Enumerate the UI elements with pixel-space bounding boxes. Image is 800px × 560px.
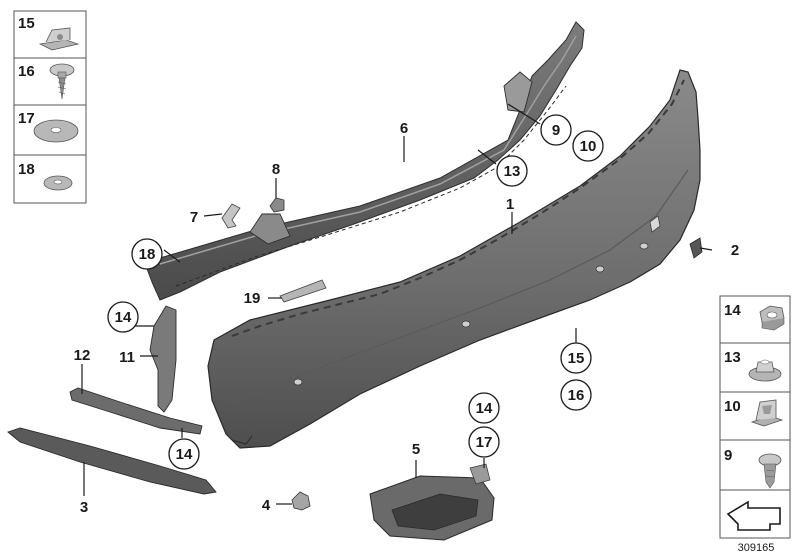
callout-8: 8 <box>272 161 280 178</box>
callout-circle-14c <box>468 392 500 424</box>
legend-label-15: 15 <box>18 15 35 32</box>
legend-label-14: 14 <box>724 302 741 319</box>
callout-14-bracket: 14 <box>115 309 132 326</box>
legend-label-9: 9 <box>724 447 732 464</box>
callout-19: 19 <box>244 290 261 307</box>
callout-16: 16 <box>568 387 585 404</box>
callout-2: 2 <box>731 242 739 259</box>
callout-3: 3 <box>80 499 88 516</box>
part-6-carrier <box>145 21 585 301</box>
callout-17: 17 <box>476 434 493 451</box>
part-8-pad <box>269 197 285 213</box>
callout-11: 11 <box>119 349 135 366</box>
callout-10: 10 <box>580 138 597 155</box>
callout-circle-9 <box>540 114 572 146</box>
spring-nut-icon <box>750 399 784 427</box>
callout-6: 6 <box>400 120 408 137</box>
legend-label-16: 16 <box>18 63 35 80</box>
legend-box-13 <box>719 342 791 393</box>
callout-7: 7 <box>190 209 198 226</box>
clip-nut-icon <box>38 27 80 51</box>
callout-4: 4 <box>262 497 271 514</box>
flange-nut-icon <box>748 359 782 382</box>
hex-nut-icon <box>759 305 785 331</box>
part-1-bumper-cover <box>207 69 701 449</box>
callout-circle-15 <box>560 342 592 374</box>
legend-label-18: 18 <box>18 161 35 178</box>
callout-circle-14a <box>107 301 139 333</box>
legend-right: 14 13 10 9 <box>719 295 791 539</box>
part-19-strip <box>279 279 327 303</box>
legend-left: 15 16 17 18 <box>13 10 87 204</box>
callout-circle-17 <box>468 426 500 458</box>
part-11-bracket <box>149 305 177 413</box>
callout-9: 9 <box>552 122 560 139</box>
part-4-clip <box>291 491 311 511</box>
part-7-clip <box>221 203 241 229</box>
callout-circle-10 <box>572 130 604 162</box>
sensor-hole <box>595 265 605 273</box>
part-3-trim <box>7 427 217 495</box>
callout-numbers: 1 2 3 4 5 6 7 8 9 10 11 12 13 14 14 14 1… <box>74 120 740 516</box>
callout-14-lower: 14 <box>176 446 193 463</box>
callout-14-exhaust: 14 <box>476 400 493 417</box>
callout-1: 1 <box>506 196 514 213</box>
screw-icon <box>49 63 75 100</box>
callout-15: 15 <box>568 350 585 367</box>
sensor-hole <box>293 378 303 386</box>
callout-circle-13 <box>496 155 528 187</box>
washer-small-icon <box>43 175 73 191</box>
expanding-rivet-icon <box>758 453 782 489</box>
legend-label-10: 10 <box>724 398 741 415</box>
callout-circle-18 <box>131 238 163 270</box>
sensor-hole <box>461 320 471 328</box>
callout-circle-16 <box>560 379 592 411</box>
callout-18: 18 <box>139 246 156 263</box>
callout-circles <box>107 114 604 470</box>
direction-arrow-icon <box>726 500 781 531</box>
legend-box-9 <box>719 439 791 491</box>
callout-circle-14b <box>168 438 200 470</box>
legend-label-13: 13 <box>724 349 741 366</box>
callout-5: 5 <box>412 441 420 458</box>
washer-large-icon <box>33 119 79 143</box>
part-5-exhaust-trim <box>369 463 495 541</box>
callout-13: 13 <box>504 163 521 180</box>
legend-label-17: 17 <box>18 110 35 127</box>
sensor-hole <box>639 242 649 250</box>
callout-12: 12 <box>74 347 91 364</box>
document-number: 309165 <box>738 542 775 554</box>
part-2-cap <box>689 237 703 259</box>
legend-box-16 <box>13 57 87 106</box>
part-12-bracket <box>69 387 203 435</box>
